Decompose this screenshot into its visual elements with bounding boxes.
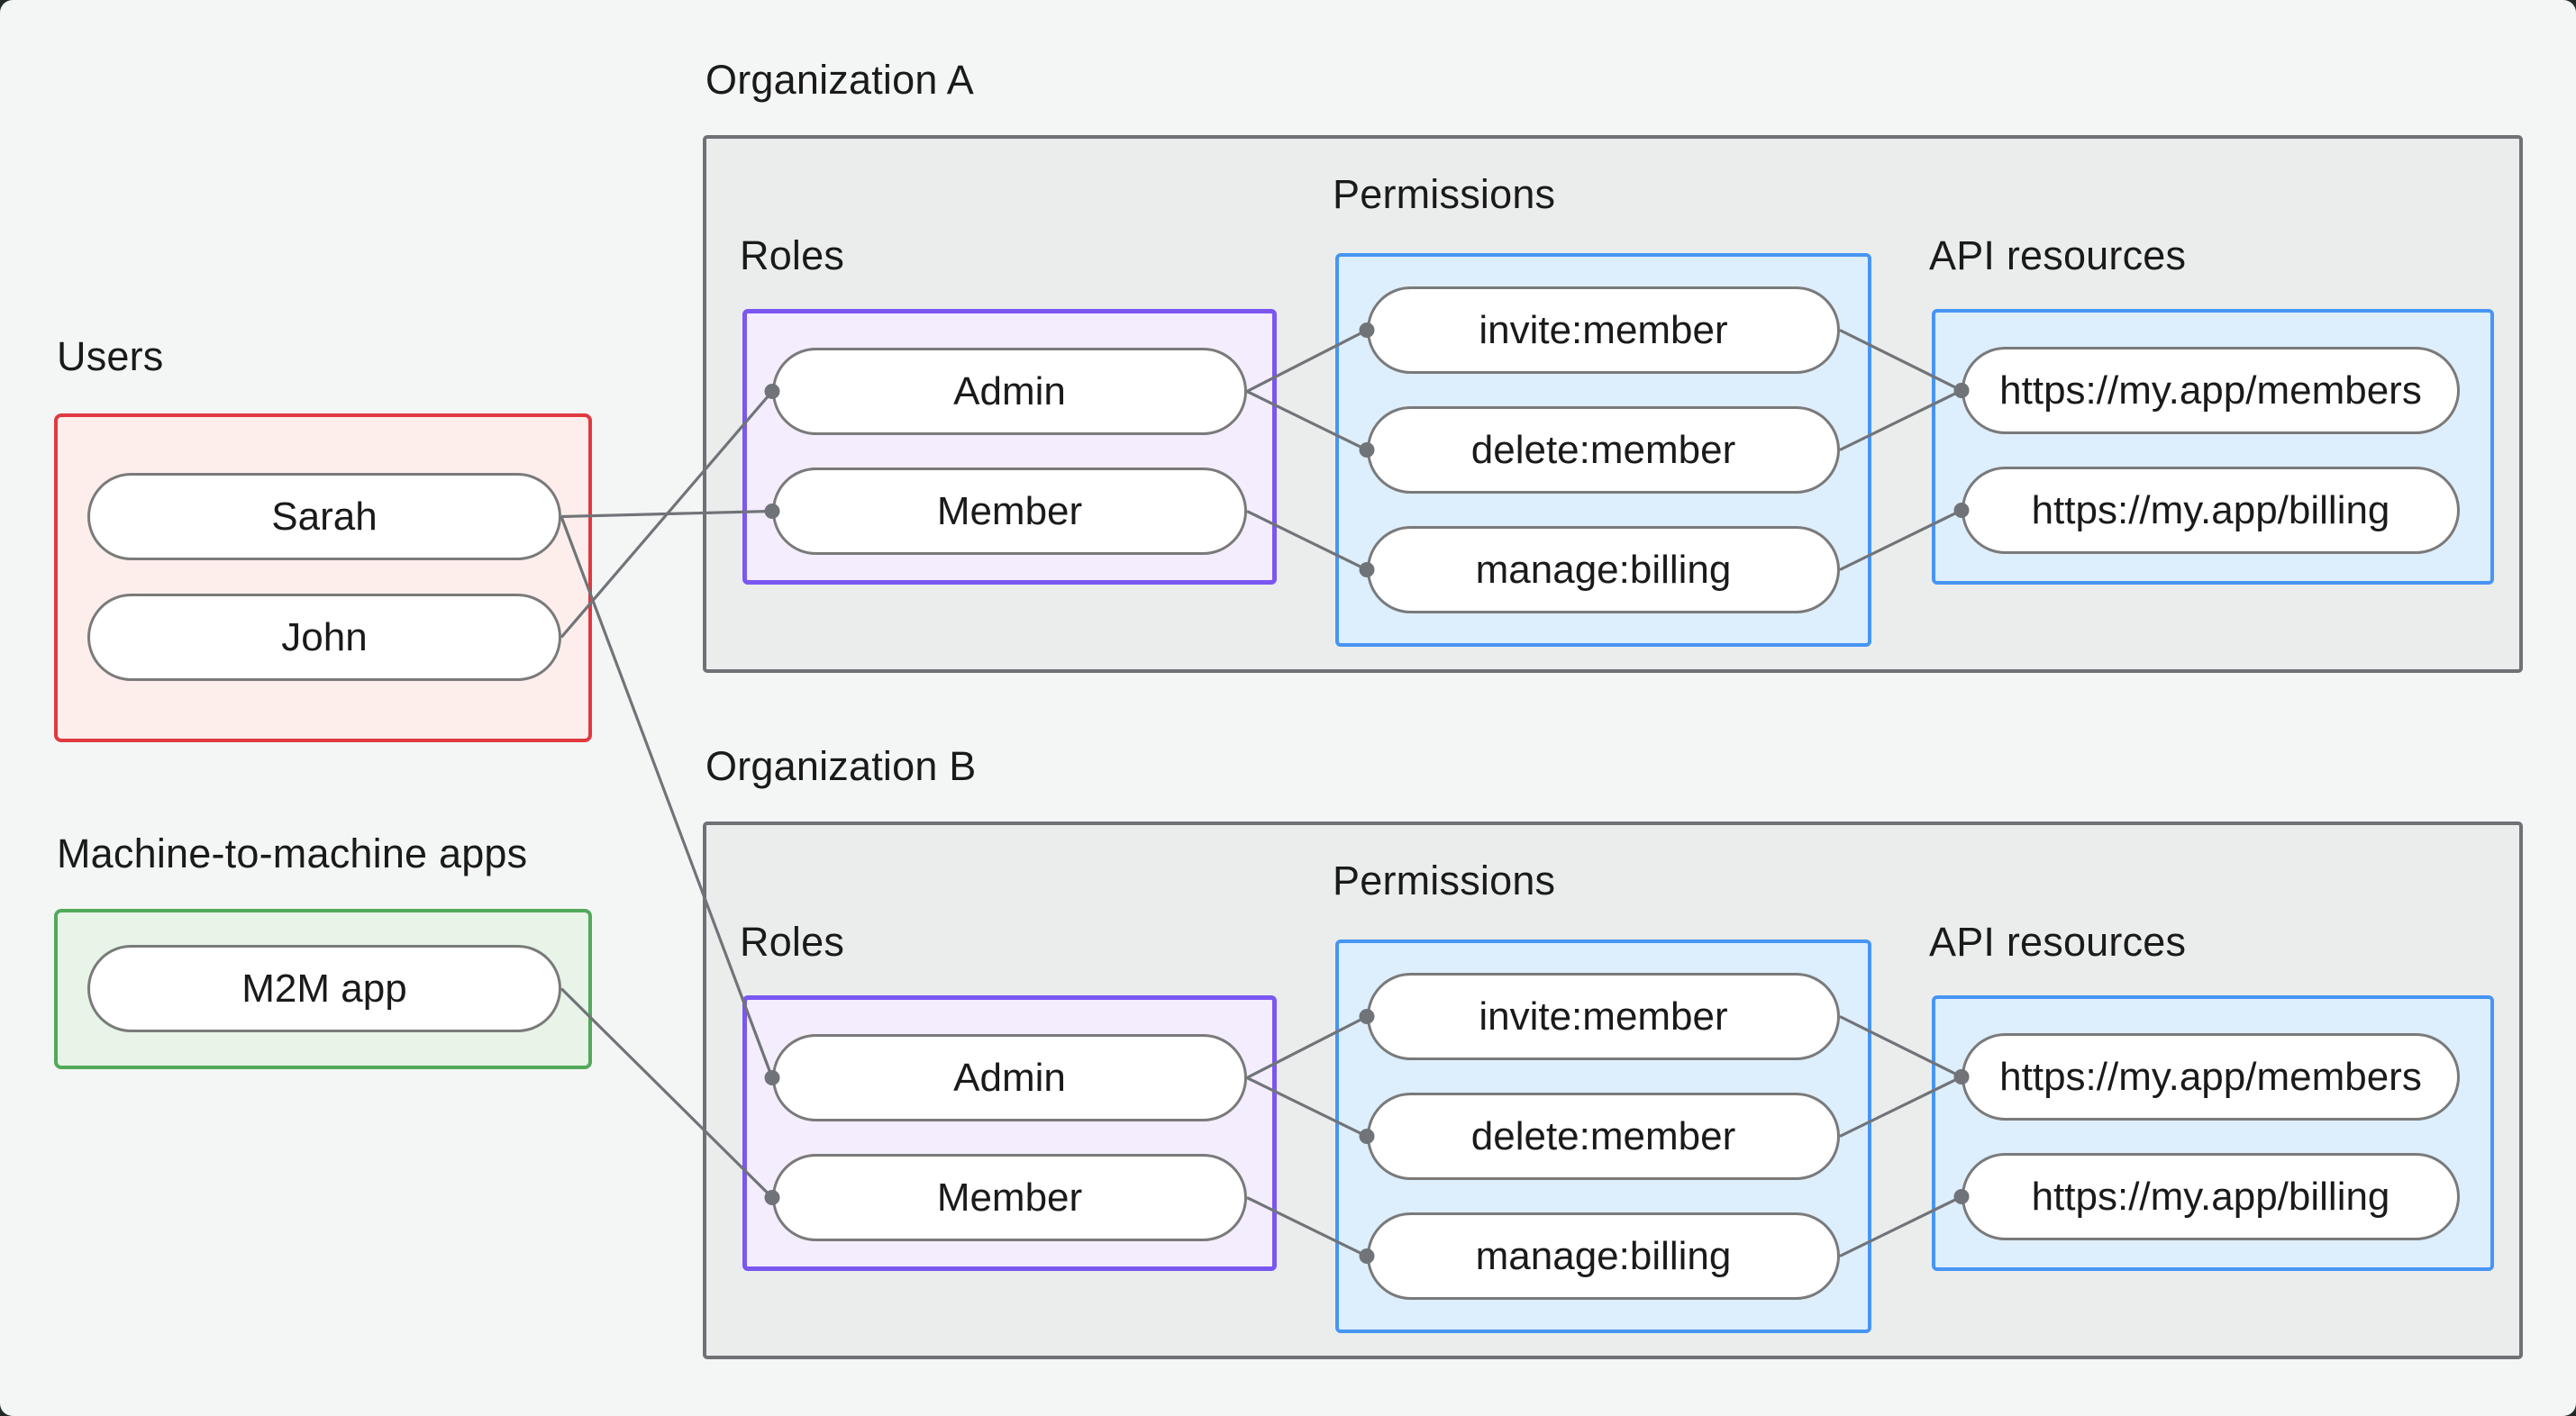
permission-node-label: delete:member: [1470, 427, 1736, 472]
api-node-label: https://my.app/billing: [2031, 487, 2390, 532]
role-node-label: Admin: [953, 368, 1066, 413]
m2m-app-node: M2M app: [87, 945, 561, 1032]
org-a-permissions-label: Permissions: [1333, 171, 1556, 217]
user-node-label: Sarah: [271, 494, 378, 539]
role-node-admin: Admin: [772, 348, 1247, 435]
permission-node-label: invite:member: [1479, 307, 1728, 352]
permission-node-label: manage:billing: [1475, 1233, 1732, 1278]
permission-node-manage-billing: manage:billing: [1367, 1212, 1840, 1300]
user-node-john: John: [87, 594, 561, 681]
m2m-group-box: M2M app: [54, 909, 592, 1069]
permission-node-label: manage:billing: [1475, 547, 1732, 592]
org-b-permissions-box: invite:member delete:member manage:billi…: [1335, 939, 1871, 1333]
org-b-title: Organization B: [705, 743, 977, 789]
m2m-section-label: Machine-to-machine apps: [57, 831, 528, 876]
org-a-api-resources-box: https://my.app/members https://my.app/bi…: [1932, 309, 2494, 585]
org-b-api-resources-box: https://my.app/members https://my.app/bi…: [1932, 995, 2494, 1271]
org-a-roles-box: Admin Member: [742, 309, 1277, 585]
users-group-box: Sarah John: [54, 413, 592, 742]
users-section-label: Users: [57, 333, 164, 379]
org-b-roles-box: Admin Member: [742, 995, 1277, 1271]
permission-node-delete-member: delete:member: [1367, 406, 1840, 494]
permission-node-invite-member: invite:member: [1367, 286, 1840, 374]
org-b-roles-label: Roles: [740, 919, 845, 965]
role-node-label: Member: [936, 488, 1083, 533]
api-node-members: https://my.app/members: [1962, 347, 2460, 434]
api-node-members: https://my.app/members: [1962, 1033, 2460, 1121]
org-b-api-resources-label: API resources: [1929, 919, 2187, 965]
api-node-label: https://my.app/members: [1999, 368, 2422, 413]
api-node-billing: https://my.app/billing: [1962, 1153, 2460, 1240]
api-node-label: https://my.app/members: [1999, 1054, 2422, 1099]
role-node-admin: Admin: [772, 1034, 1247, 1121]
org-a-box: Roles Admin Member Permissions invite:me…: [703, 135, 2523, 673]
user-node-sarah: Sarah: [87, 473, 561, 560]
api-node-label: https://my.app/billing: [2031, 1174, 2390, 1219]
permission-node-invite-member: invite:member: [1367, 973, 1840, 1060]
api-node-billing: https://my.app/billing: [1962, 467, 2460, 554]
org-a-roles-label: Roles: [740, 232, 845, 278]
permission-node-label: delete:member: [1470, 1113, 1736, 1158]
org-a-api-resources-label: API resources: [1929, 232, 2187, 278]
role-node-label: Admin: [953, 1055, 1066, 1100]
permission-node-label: invite:member: [1479, 994, 1728, 1039]
org-b-box: Roles Admin Member Permissions invite:me…: [703, 821, 2523, 1359]
m2m-node-label: M2M app: [241, 966, 407, 1011]
org-b-permissions-label: Permissions: [1333, 858, 1556, 903]
permission-node-manage-billing: manage:billing: [1367, 526, 1840, 613]
role-node-member: Member: [772, 467, 1247, 555]
user-node-label: John: [281, 614, 368, 659]
role-node-member: Member: [772, 1154, 1247, 1241]
permission-node-delete-member: delete:member: [1367, 1093, 1840, 1180]
org-a-permissions-box: invite:member delete:member manage:billi…: [1335, 253, 1871, 647]
org-a-title: Organization A: [705, 57, 974, 103]
role-node-label: Member: [936, 1175, 1083, 1220]
